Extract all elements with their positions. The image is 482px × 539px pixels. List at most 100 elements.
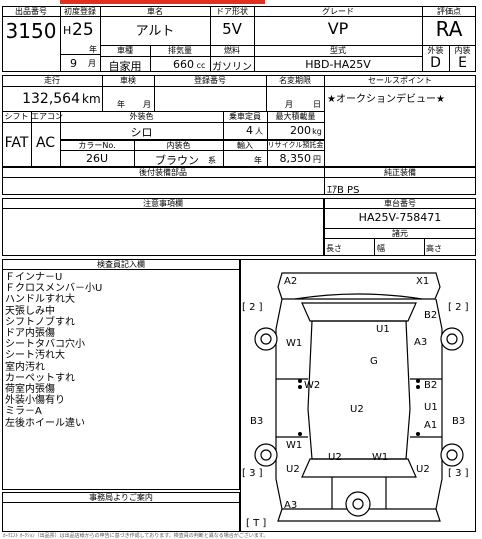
inspection-year-unit: 年 xyxy=(117,100,125,109)
mark-u2-tail: U2 xyxy=(328,452,342,463)
mark-g-roof: G xyxy=(370,356,378,367)
mark-w1-rear: W1 xyxy=(286,440,303,451)
inspector-note-line: 荷室内張傷 xyxy=(5,384,55,396)
mark-w1-left: W1 xyxy=(286,338,303,349)
mark-a3-bottom: A3 xyxy=(284,500,298,511)
first-reg-year: 25 xyxy=(72,20,94,40)
recycle: 8,350 xyxy=(279,152,312,165)
inspector-note-line: 天張しみ中 xyxy=(5,305,55,317)
shift: FAT xyxy=(4,135,29,151)
mileage-label: 走行 xyxy=(44,76,60,85)
inspector-note-line: シフトノブすれ xyxy=(5,316,75,328)
footer-disclaimer: ｶｰｸｴｽﾄ ｵｰｸｼｮﾝ（出品票）は出品店様からの申告に基づき作成しております… xyxy=(3,533,269,539)
mark-b3-right: B3 xyxy=(452,416,466,427)
change-day-unit: 日 xyxy=(313,100,321,109)
notes-box xyxy=(2,198,324,256)
int-score-label: 内装 xyxy=(454,46,471,55)
height-label: 高さ xyxy=(426,244,442,253)
import-label: 輸入 xyxy=(237,141,253,150)
lot-no: 3150 xyxy=(5,19,57,43)
first-reg-era: H xyxy=(63,24,72,37)
first-reg-year-unit: 年 xyxy=(89,45,97,54)
dims-label: 諸元 xyxy=(392,229,408,238)
first-reg-month: 9 xyxy=(70,57,77,70)
inspector-note-line: カーペットすれ xyxy=(5,372,75,384)
ac-label: エアコン xyxy=(31,112,63,121)
grade-label: グレード xyxy=(322,7,354,16)
mark-x1-front: X1 xyxy=(416,276,430,287)
mark-b2-right: B2 xyxy=(424,310,438,321)
office-label: 事務局よりご案内 xyxy=(89,493,153,502)
car-name-label: 車名 xyxy=(147,7,163,16)
change-month-unit: 月 xyxy=(285,100,293,109)
sales-point-label: セールスポイント xyxy=(368,76,432,85)
inspector-note-line: ミラ－A xyxy=(5,406,42,418)
mileage-unit: km xyxy=(82,92,101,106)
chassis-label: 車台番号 xyxy=(384,199,416,208)
header-red-strip xyxy=(60,0,265,4)
mark-u2-rr: U2 xyxy=(416,464,430,475)
mark-w2-left: W2 xyxy=(304,380,321,391)
import-unit: 年 xyxy=(254,156,262,165)
sales-point: ★オークションデビュー★ xyxy=(327,94,445,105)
inspector-box xyxy=(2,259,240,490)
inspector-note-line: シート汚れ大 xyxy=(5,350,65,362)
load: 200 xyxy=(290,124,311,137)
inspector-note-line: ドア内張傷 xyxy=(5,328,55,340)
inspection-label: 車検 xyxy=(120,76,136,85)
capacity: 4 xyxy=(246,124,253,137)
condition-diagram xyxy=(240,259,476,532)
first-reg-label: 初度登録 xyxy=(64,7,96,16)
car-name: アルト xyxy=(135,24,175,39)
inspector-note-line: 外装小傷有り xyxy=(5,395,65,407)
recycle-unit: 円 xyxy=(313,155,321,164)
first-reg-month-unit: 月 xyxy=(88,59,96,68)
mark-bracket2-left: [ 2 ] xyxy=(242,302,263,313)
load-unit: kg xyxy=(312,127,322,136)
width-label: 幅 xyxy=(377,244,385,253)
mark-bracket3-right: [ 3 ] xyxy=(448,468,469,479)
ext-score-label: 外装 xyxy=(427,46,444,55)
ac: AC xyxy=(35,135,56,151)
inspector-note-line: ハンドルすれ大 xyxy=(5,294,75,306)
load-label: 最大積載量 xyxy=(275,112,316,121)
displacement-unit: cc xyxy=(196,61,206,70)
mark-bracket2-right: [ 2 ] xyxy=(448,302,469,313)
equipment-label: 後付装備部品 xyxy=(139,168,187,177)
interior-suffix: 系 xyxy=(208,156,216,165)
door-type: 5V xyxy=(222,20,242,38)
sheet-border xyxy=(2,6,476,72)
int-score: E xyxy=(458,55,467,71)
mark-u1-rdoor: U1 xyxy=(424,402,438,413)
usage: 自家用 xyxy=(108,60,142,73)
options: ｴｱB PS xyxy=(327,185,360,196)
score-label: 評価点 xyxy=(437,7,461,16)
chassis-box xyxy=(324,198,476,256)
notes-label: 注意事項欄 xyxy=(143,199,183,208)
displacement-label: 排気量 xyxy=(168,46,192,55)
score: RA xyxy=(435,17,463,41)
displacement: 660 xyxy=(173,58,194,71)
mark-w1-tail: W1 xyxy=(372,452,389,463)
color-no-label: カラーNo. xyxy=(78,141,116,150)
chassis-no: HA25V-758471 xyxy=(358,211,442,224)
mark-u1-roof: U1 xyxy=(376,324,390,335)
ext-score: D xyxy=(430,55,441,71)
color-label: 外装色 xyxy=(129,112,154,121)
mark-a3-right: A3 xyxy=(414,337,428,348)
recycle-label: リサイクル預託金 xyxy=(267,141,324,149)
usage-label: 車種 xyxy=(117,46,133,55)
reg-no-label: 登録番号 xyxy=(194,76,226,85)
inspector-note-line: シートタバコ穴小 xyxy=(5,339,85,351)
inspector-note-line: Ｆインナ－U xyxy=(5,272,63,283)
mark-t-bracket: [ T ] xyxy=(246,518,267,529)
door-type-label: ドア形状 xyxy=(216,7,248,16)
mark-u2-center: U2 xyxy=(350,404,364,415)
change-date-label: 名変期限 xyxy=(279,76,311,85)
fuel: ガソリン xyxy=(212,62,252,73)
model-label: 型式 xyxy=(330,46,346,55)
office-box xyxy=(2,492,240,532)
mileage: 132,564 xyxy=(22,91,80,107)
interior: ブラウン xyxy=(155,154,199,167)
